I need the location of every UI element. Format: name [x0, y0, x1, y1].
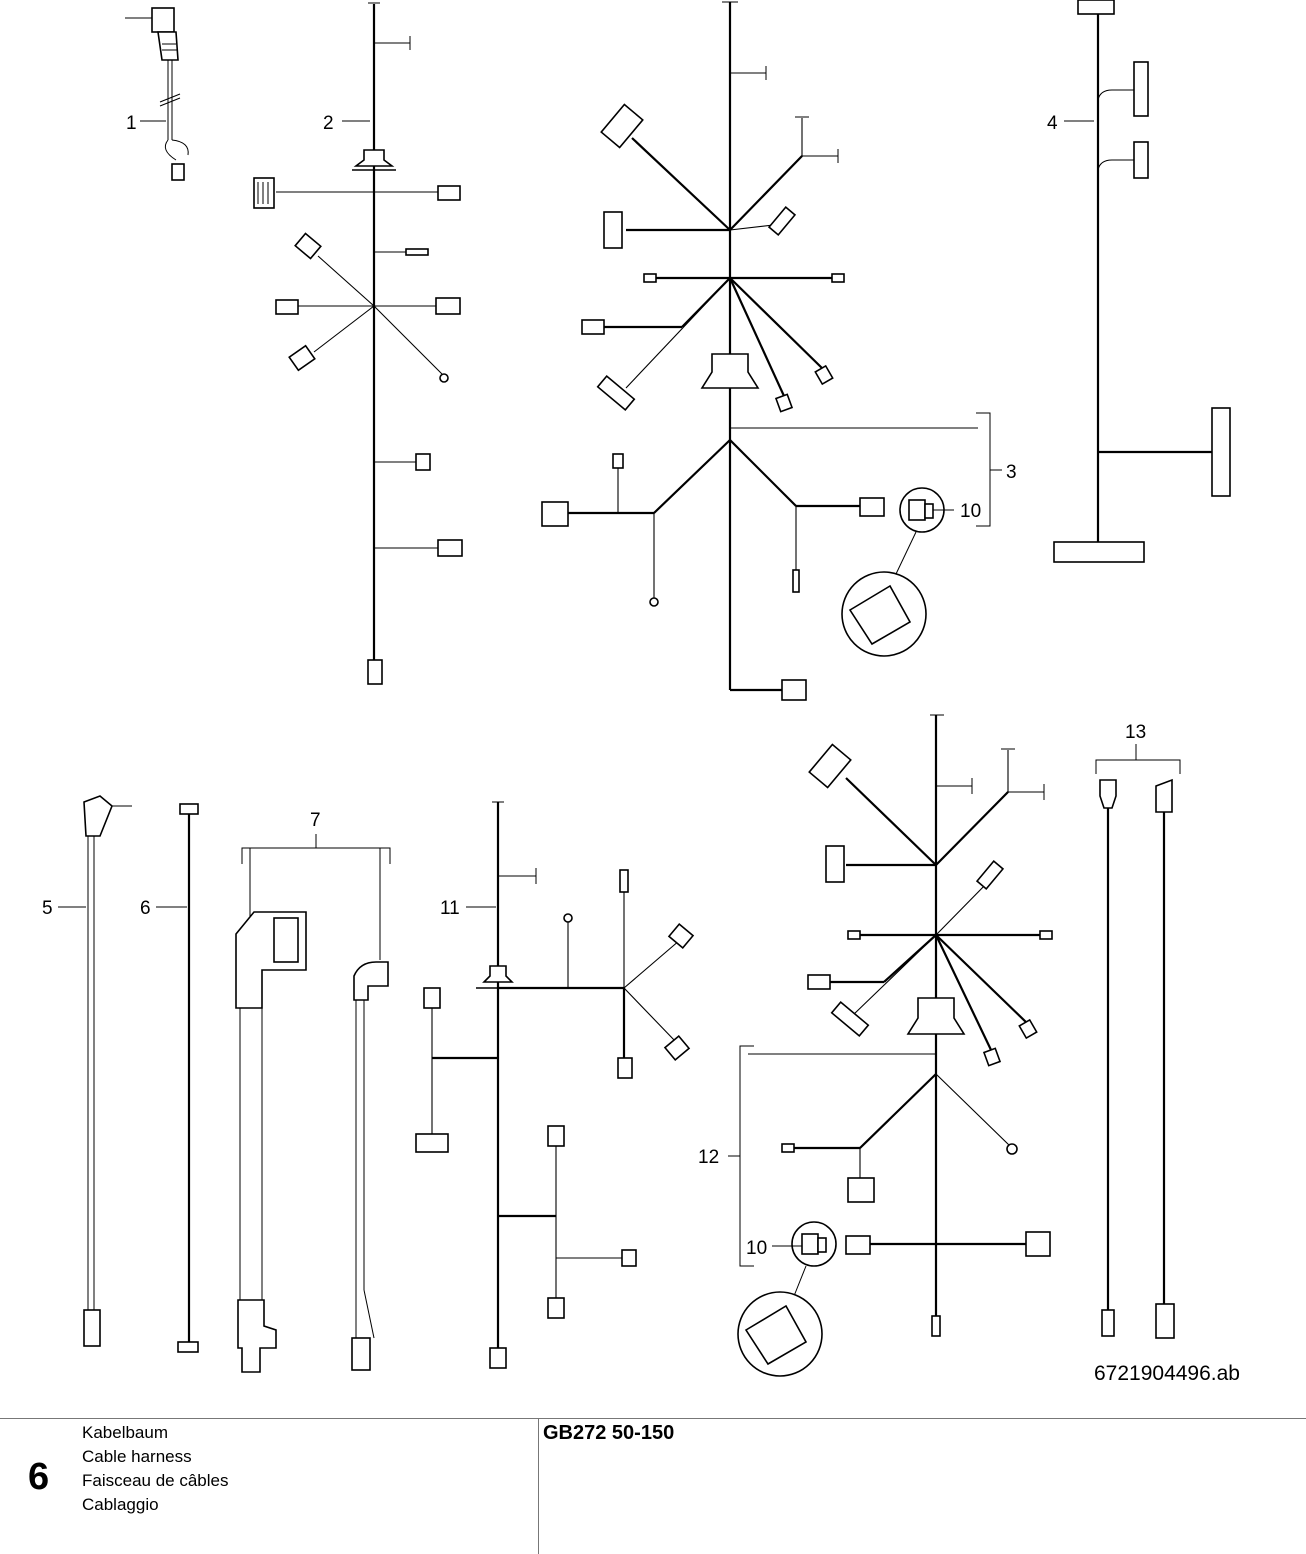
part-5-jack-cable: [58, 795, 132, 1347]
title-italian: Cablaggio: [82, 1495, 159, 1514]
callout-7: 7: [310, 810, 321, 831]
callout-4: 4: [1047, 113, 1058, 134]
part-11-harness: [415, 801, 695, 1369]
title-german: Kabelbaum: [82, 1423, 169, 1442]
cable-harness-exploded-diagram: 1 2 3 4 5 6 7 10 10 11 12 13: [42, 0, 1231, 1377]
title-french: Faisceau de câbles: [82, 1471, 229, 1490]
model-name: GB272 50-150: [543, 1422, 675, 1444]
callout-2: 2: [323, 113, 334, 134]
callout-3: 3: [1006, 462, 1017, 483]
callout-5: 5: [42, 898, 53, 919]
callout-11: 11: [440, 898, 460, 919]
part-6-cable: [156, 803, 199, 1353]
callout-10-b: 10: [746, 1238, 767, 1259]
footer-column-divider: [538, 1419, 539, 1554]
part-4-harness: [1053, 0, 1231, 563]
part-3-harness: [541, 1, 1002, 701]
footer-titles: Kabelbaum Cable harness Faisceau de câbl…: [82, 1421, 228, 1517]
part-7-cables: [235, 834, 391, 1373]
callout-6: 6: [140, 898, 151, 919]
part-2-harness: [253, 2, 463, 685]
title-english: Cable harness: [82, 1447, 192, 1466]
footer-divider: [0, 1418, 1306, 1419]
image-code: 6721904496.ab: [1094, 1362, 1240, 1385]
part-13-cables: [1095, 744, 1181, 1339]
callout-10-a: 10: [960, 501, 981, 522]
callout-labels: 1 2 3 4 5 6 7 10 10 11 12 13: [42, 113, 1146, 1259]
callout-1: 1: [126, 113, 137, 134]
part-12-harness: [728, 714, 1053, 1377]
chapter-number: 6: [28, 1456, 50, 1498]
callout-12: 12: [698, 1147, 719, 1168]
callout-13: 13: [1125, 722, 1146, 743]
part-1-mains-cable: [125, 7, 189, 181]
